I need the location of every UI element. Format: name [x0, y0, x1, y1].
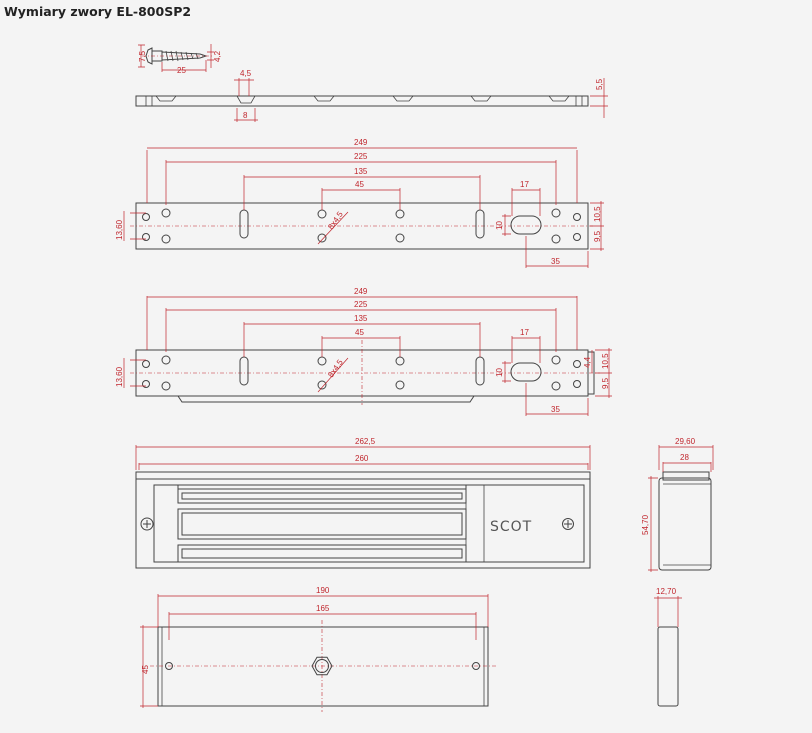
tv1-total: 249: [354, 138, 368, 147]
tv2-height: 13,60: [115, 366, 124, 387]
armature-thickness: 12,70: [656, 587, 677, 596]
side-body: 28: [680, 453, 689, 462]
tv2-center-holes: 45: [355, 328, 364, 337]
screw-length: 25: [177, 66, 186, 75]
magnet-side-view: 29,60 28 54,70: [641, 437, 714, 572]
tv1-holes-outer: 225: [354, 152, 368, 161]
tv1-oval-height: 10: [495, 221, 504, 230]
tv2-holes-outer: 225: [354, 300, 368, 309]
top-view-1: 249 225 135 45 17 13,60 8x4,5 10 10,5 9,…: [115, 138, 604, 268]
screw-view: 7,5 25 4,2: [138, 44, 222, 75]
tv1-slots: 135: [354, 167, 368, 176]
armature-hole-pitch: 165: [316, 604, 330, 613]
front-overall: 262,5: [355, 437, 376, 446]
front-body: 260: [355, 454, 369, 463]
armature-front-view: 190 165 45: [140, 586, 496, 712]
magnet-front-view: SCOT 262,5 260: [135, 437, 591, 569]
tv1-side-b: 9,5: [593, 230, 602, 242]
tv2-right-offset: 35: [551, 405, 560, 414]
tv1-oval-width: 17: [520, 180, 529, 189]
plate-thickness: 5,5: [595, 78, 604, 90]
tv1-height: 13,60: [115, 219, 124, 240]
tv2-total: 249: [354, 287, 368, 296]
screw-head-height: 7,5: [138, 50, 147, 62]
scot-logo: SCOT: [490, 519, 532, 535]
tv2-side-c: 4,4: [583, 356, 592, 368]
tv2-side-a: 10,5: [601, 353, 610, 369]
tv2-oval-width: 17: [520, 328, 529, 337]
screw-head-icon: [140, 517, 154, 531]
tv1-hole-dia: 8x4,5: [326, 210, 345, 232]
tv1-side-a: 10,5: [593, 206, 602, 222]
tv2-side-b: 9,5: [601, 377, 610, 389]
side-overall: 29,60: [675, 437, 696, 446]
armature-side-view: 12,70: [654, 587, 682, 707]
tv2-hole-dia: 8x4,5: [326, 358, 345, 380]
page-title: Wymiary zwory EL-800SP2: [4, 4, 192, 19]
armature-height: 45: [141, 665, 150, 674]
tv2-slots: 135: [354, 314, 368, 323]
screw-diameter: 4,2: [213, 50, 222, 62]
plate-side-view: 4,5 8 5,5: [135, 69, 608, 122]
tv1-center-holes: 45: [355, 180, 364, 189]
tv1-right-offset: 35: [551, 257, 560, 266]
side-height: 54,70: [641, 514, 650, 535]
armature-length: 190: [316, 586, 330, 595]
screw-head-icon: [562, 518, 574, 530]
top-view-2: 249 225 135 45 17 13,60 8x4,5 10 4,4 10,…: [115, 287, 612, 416]
plate-slot-pitch: 8: [243, 111, 248, 120]
tv2-oval-height: 10: [495, 368, 504, 377]
plate-slot-width: 4,5: [240, 69, 252, 78]
